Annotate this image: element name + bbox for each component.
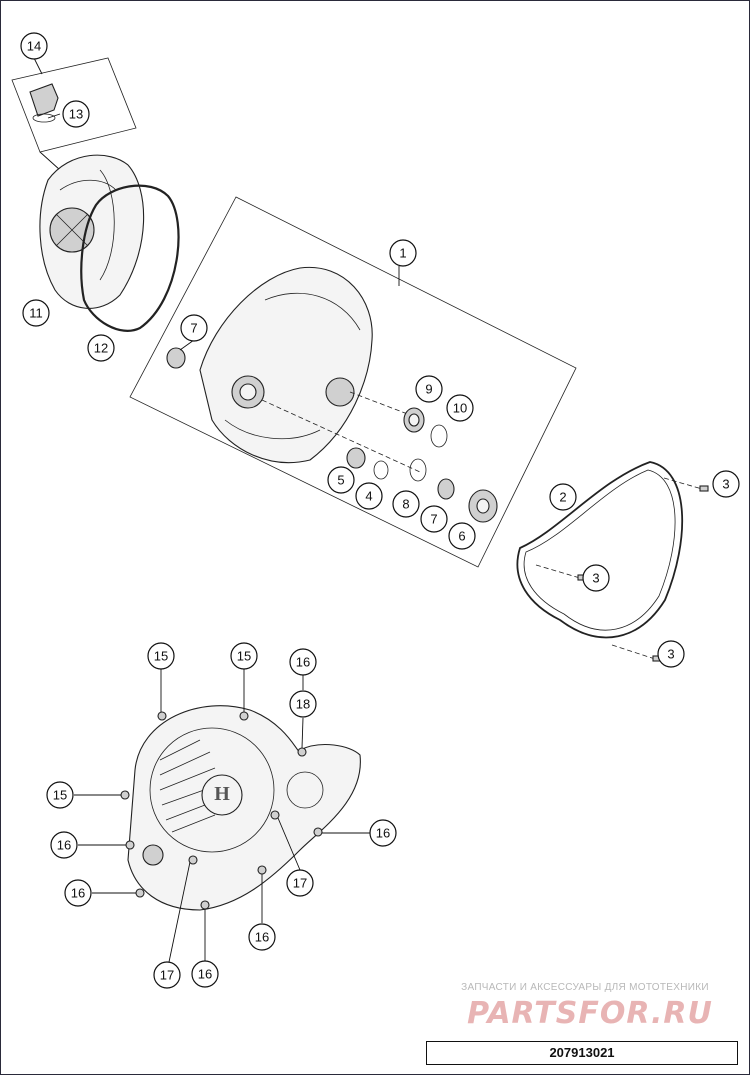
inner-clutch-cover: [199, 266, 421, 473]
svg-text:2: 2: [559, 490, 566, 505]
watermark-tagline: ЗАПЧАСТИ И АКСЕССУАРЫ ДЛЯ МОТОТЕХНИКИ: [461, 982, 709, 993]
callout-15: 15: [46, 781, 74, 809]
callout-16: 16: [369, 819, 397, 847]
svg-text:5: 5: [337, 473, 344, 488]
callout-4: 4: [355, 482, 383, 510]
callout-11: 11: [22, 299, 50, 327]
svg-text:3: 3: [667, 647, 674, 662]
callout-17: 17: [153, 961, 181, 989]
svg-text:12: 12: [94, 341, 108, 356]
callout-16: 16: [64, 879, 92, 907]
svg-text:15: 15: [237, 649, 251, 664]
callout-8: 8: [392, 490, 420, 518]
callout-1: 1: [389, 239, 417, 267]
svg-text:9: 9: [425, 382, 432, 397]
callout-2: 2: [549, 483, 577, 511]
callout-7: 7: [420, 505, 448, 533]
svg-text:11: 11: [29, 306, 43, 321]
svg-text:16: 16: [296, 655, 310, 670]
callout-16: 16: [50, 831, 78, 859]
callout-10: 10: [446, 394, 474, 422]
outer-clutch-cover: [39, 154, 145, 309]
callout-16: 16: [248, 923, 276, 951]
callout-13: 13: [62, 100, 90, 128]
svg-text:8: 8: [402, 497, 409, 512]
svg-text:7: 7: [430, 512, 437, 527]
svg-text:3: 3: [722, 477, 729, 492]
svg-text:6: 6: [458, 529, 465, 544]
diagram-part-number: 207913021: [426, 1041, 738, 1065]
assembled-clutch-cover: H: [120, 705, 361, 911]
svg-text:1: 1: [399, 246, 406, 261]
svg-text:16: 16: [198, 967, 212, 982]
svg-text:16: 16: [57, 838, 71, 853]
plug-detail-box: [11, 57, 137, 171]
clutch-cover-group-box: [129, 196, 577, 568]
callout-16: 16: [191, 960, 219, 988]
svg-text:15: 15: [154, 649, 168, 664]
svg-text:14: 14: [27, 39, 41, 54]
leader-lines: [33, 57, 370, 963]
svg-text:10: 10: [453, 401, 467, 416]
svg-text:16: 16: [255, 930, 269, 945]
callout-15: 15: [147, 642, 175, 670]
callout-7: 7: [180, 314, 208, 342]
svg-text:16: 16: [71, 886, 85, 901]
svg-text:H: H: [214, 783, 230, 805]
callout-3: 3: [712, 470, 740, 498]
callout-14: 14: [20, 32, 48, 60]
bearing-parts: [166, 347, 498, 523]
callout-6: 6: [448, 522, 476, 550]
callout-15: 15: [230, 642, 258, 670]
watermark-brand-logo: PARTSFOR.RU: [467, 996, 713, 1031]
svg-text:17: 17: [293, 876, 307, 891]
callout-17: 17: [286, 869, 314, 897]
svg-text:16: 16: [376, 826, 390, 841]
svg-text:17: 17: [160, 968, 174, 983]
callout-5: 5: [327, 466, 355, 494]
cover-gasket-ring: [80, 184, 180, 332]
callout-18: 18: [289, 690, 317, 718]
callout-16: 16: [289, 648, 317, 676]
svg-text:3: 3: [592, 571, 599, 586]
callout-3: 3: [657, 640, 685, 668]
callout-12: 12: [87, 334, 115, 362]
callout-9: 9: [415, 375, 443, 403]
svg-text:7: 7: [190, 321, 197, 336]
callout-3: 3: [582, 564, 610, 592]
svg-text:18: 18: [296, 697, 310, 712]
svg-text:13: 13: [69, 107, 83, 122]
svg-text:15: 15: [53, 788, 67, 803]
clutch-cover-gasket: [516, 461, 709, 662]
svg-text:4: 4: [365, 489, 372, 504]
